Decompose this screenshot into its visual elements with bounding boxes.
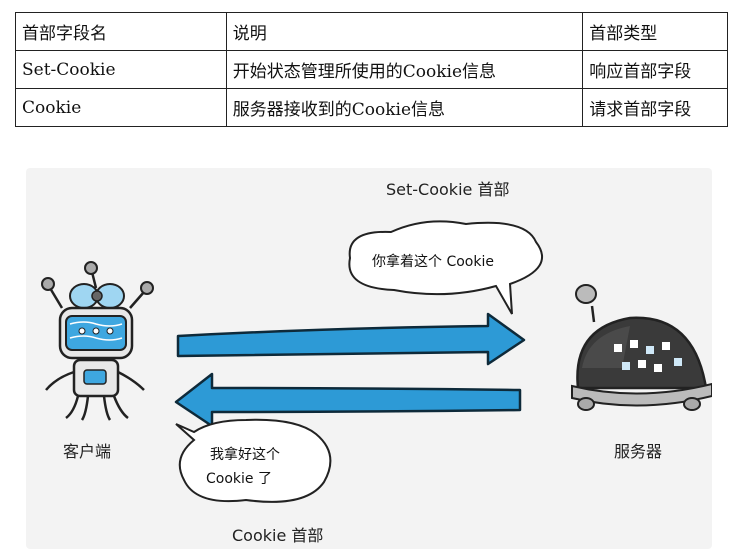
- cookie-header-table: 首部字段名 说明 首部类型 Set-Cookie 开始状态管理所使用的Cooki…: [15, 12, 728, 127]
- set-cookie-arrow: [176, 312, 526, 366]
- header-type: 首部类型: [582, 12, 728, 51]
- table-header-row: 首部字段名 说明 首部类型: [15, 12, 728, 51]
- cookie-exchange-diagram: Set-Cookie 首部 Cookie 首部 客户端 服务器 你拿着这个 Co…: [26, 168, 712, 549]
- server-bubble-text: 你拿着这个 Cookie: [372, 254, 494, 270]
- client-bubble-text-line2: Cookie 了: [206, 471, 272, 487]
- set-cookie-header-label: Set-Cookie 首部: [386, 180, 510, 199]
- client-label: 客户端: [63, 442, 112, 461]
- client-speech-bubble: [175, 418, 332, 503]
- table-row: Cookie 服务器接收到的Cookie信息 请求首部字段: [15, 88, 728, 127]
- cell-type: 响应首部字段: [582, 50, 728, 89]
- cell-description: 服务器接收到的Cookie信息: [225, 88, 584, 127]
- cookie-header-label: Cookie 首部: [232, 526, 324, 545]
- server-label: 服务器: [614, 442, 663, 461]
- client-robot-icon: [41, 261, 154, 421]
- cell-field-name: Cookie: [15, 88, 227, 127]
- table-row: Set-Cookie 开始状态管理所使用的Cookie信息 响应首部字段: [15, 50, 728, 89]
- server-robot-icon: [571, 284, 712, 411]
- cookie-arrow: [174, 372, 522, 428]
- server-speech-bubble: [348, 220, 543, 315]
- cell-type: 请求首部字段: [582, 88, 728, 127]
- client-bubble-text-line1: 我拿好这个: [210, 447, 280, 463]
- cell-field-name: Set-Cookie: [15, 50, 227, 89]
- header-field-name: 首部字段名: [15, 12, 227, 51]
- diagram-art: [41, 220, 712, 503]
- header-description: 说明: [225, 12, 584, 51]
- cell-description: 开始状态管理所使用的Cookie信息: [225, 50, 584, 89]
